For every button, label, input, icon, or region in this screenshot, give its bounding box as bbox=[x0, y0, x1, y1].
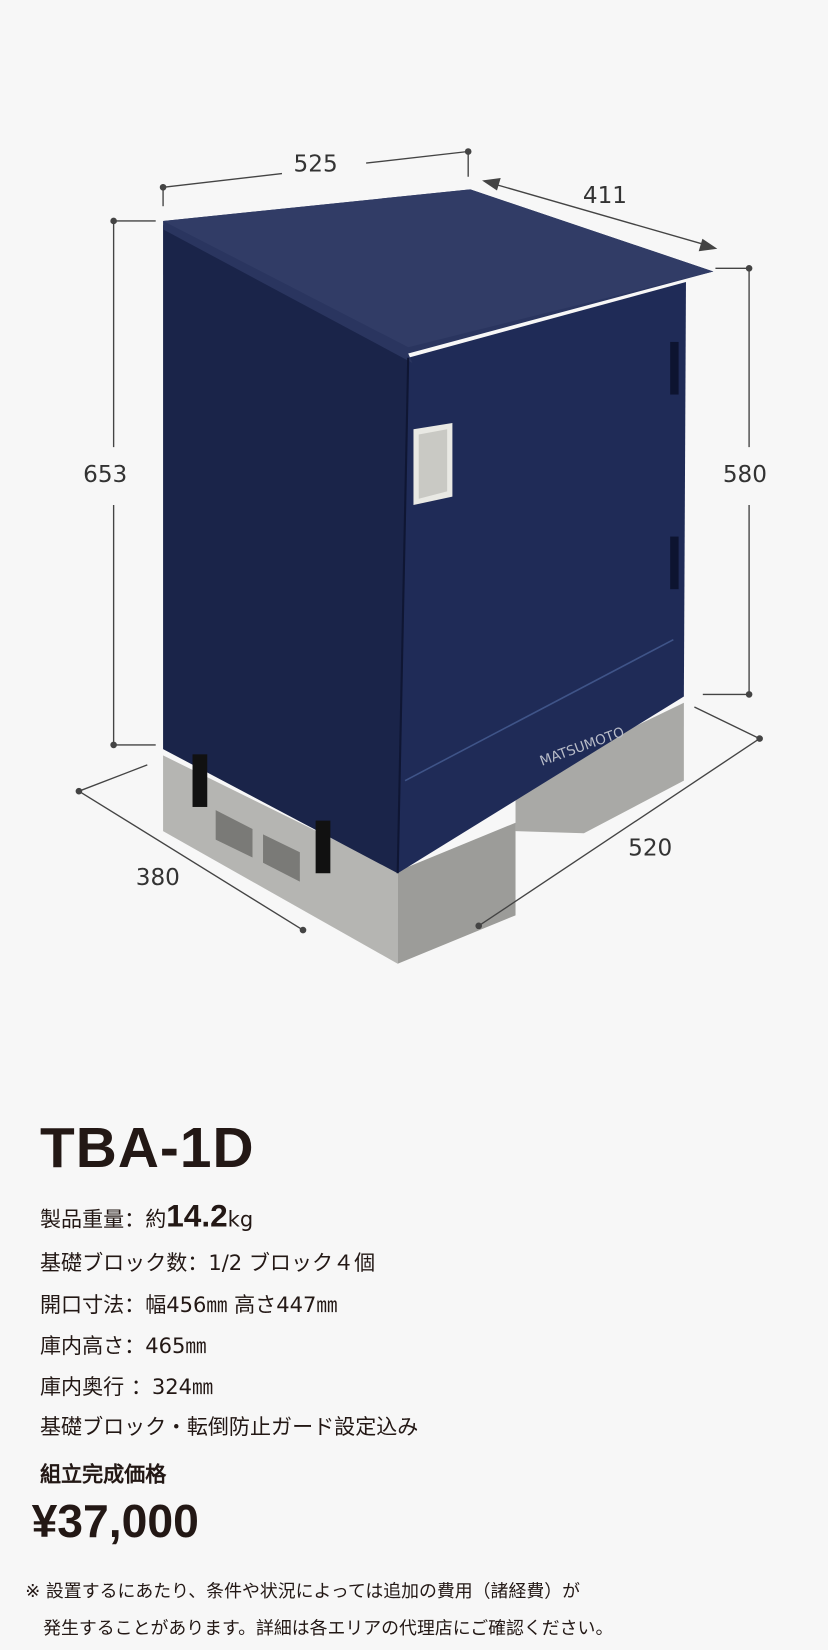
spec-weight-unit: kg bbox=[227, 1206, 254, 1233]
spec-inner-depth: 庫内奥行 ：324㎜ bbox=[39, 1374, 214, 1400]
spec-included: 基礎ブロック・転倒防止ガード設定込み bbox=[39, 1414, 419, 1440]
note-line-2: 発生することがあります。詳細は各エリアの代理店にご確認ください。 bbox=[25, 1618, 614, 1640]
dimension-lines bbox=[75, 148, 763, 934]
price-label: 組立完成価格 bbox=[39, 1461, 167, 1487]
dim-base-width: 520 bbox=[628, 835, 672, 861]
dim-total-height: 653 bbox=[83, 462, 127, 488]
note-line-1: ※ 設置するにあたり、条件や状況によっては追加の費用（諸経費）が bbox=[25, 1581, 581, 1603]
cabinet: MATSUMOTO bbox=[163, 189, 714, 874]
spec-opening: 開口寸法：幅456㎜ 高さ447㎜ bbox=[39, 1291, 338, 1318]
spec-weight: 製品重量：約14.2kg bbox=[40, 1199, 253, 1235]
dim-base-depth: 380 bbox=[136, 865, 180, 891]
dim-depth: 411 bbox=[583, 183, 627, 209]
product-diagram: MATSUMOTO 525 411 653 580 380 520 bbox=[75, 148, 767, 964]
dim-top-width: 525 bbox=[294, 151, 338, 177]
spec-weight-label: 製品重量：約 bbox=[39, 1206, 167, 1233]
spec-inner-height: 庫内高さ：465㎜ bbox=[39, 1333, 207, 1359]
price: ¥37,000 bbox=[31, 1496, 199, 1548]
spec-blocks: 基礎ブロック数：1/2 ブロック４個 bbox=[39, 1249, 376, 1276]
foundation-blocks bbox=[163, 702, 684, 964]
dim-front-height: 580 bbox=[723, 462, 767, 488]
spec-weight-value: 14.2 bbox=[166, 1199, 228, 1235]
model-title: TBA-1D bbox=[39, 1116, 255, 1180]
